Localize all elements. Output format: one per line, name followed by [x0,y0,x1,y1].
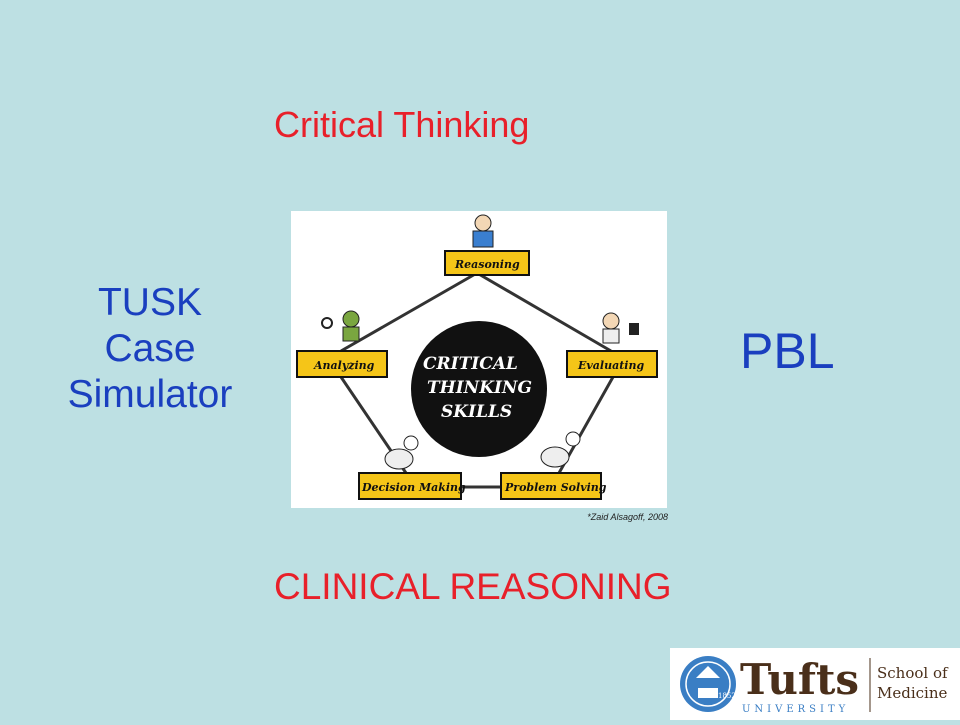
skills-cycle-graphic: CRITICAL THINKING SKILLS Rea [296,214,658,500]
seal-year: 1852 [718,692,736,700]
node-reasoning-label: Reasoning [454,258,520,271]
decision-figure-icon [384,435,419,470]
node-decision-making-label: Decision Making [361,481,466,494]
node-evaluating-label: Evaluating [577,359,644,372]
university-wordmark: UNIVERSITY [742,704,849,715]
node-problem-solving: Problem Solving [500,472,607,500]
tusk-case-simulator-label: TUSK Case Simulator [67,281,233,416]
node-decision-making: Decision Making [358,472,466,500]
node-reasoning: Reasoning [444,250,530,276]
node-analyzing: Analyzing [296,350,388,378]
center-line-2: THINKING [427,378,532,398]
node-evaluating: Evaluating [566,350,658,378]
tufts-seal-icon [680,656,736,712]
clinical-reasoning-heading: CLINICAL REASONING [274,566,672,607]
evaluating-figure-icon [602,312,639,344]
critical-thinking-skills-diagram: CRITICAL THINKING SKILLS Rea [291,211,667,508]
tufts-wordmark: Tufts [740,655,859,704]
node-analyzing-label: Analyzing [313,359,375,372]
medicine-text: Medicine [877,684,947,702]
tufts-medicine-logo: 1852 Tufts UNIVERSITY School of Medicine [670,648,960,720]
school-of-text: School of [877,664,949,682]
center-line-1: CRITICAL [423,354,518,374]
center-circle [411,321,547,457]
problem-solving-figure-icon [540,431,581,468]
tufts-logo-graphic: 1852 Tufts UNIVERSITY School of Medicine [680,655,949,715]
center-line-3: SKILLS [441,402,512,422]
pbl-label: PBL [740,323,835,379]
node-problem-solving-label: Problem Solving [504,481,607,494]
image-credit: *Zaid Alsagoff, 2008 [587,512,668,522]
critical-thinking-heading: Critical Thinking [274,104,530,145]
reasoning-figure-icon [472,214,494,248]
analyzing-figure-icon [321,310,360,342]
